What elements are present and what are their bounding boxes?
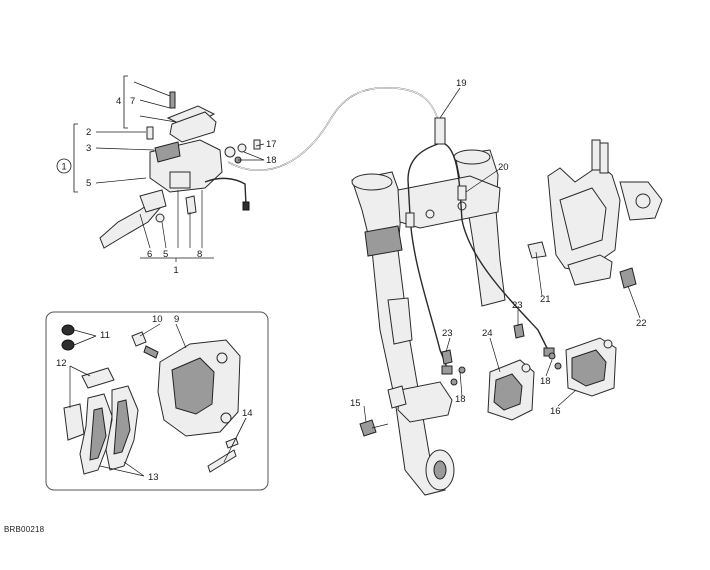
left-brake-caliper: [450, 359, 535, 421]
callout-2: 2: [86, 127, 91, 138]
mounting-bolts: [359, 241, 637, 437]
callout-3: 3: [86, 143, 91, 154]
caliper-parts-inset: [45, 311, 269, 491]
callout-13: 13: [148, 472, 159, 483]
callout-labels: 1 1 2 3 4 5 5 6 7 8 9 10 11 12 13 14 15 …: [56, 78, 647, 483]
callout-8: 8: [197, 249, 202, 260]
callout-14: 14: [242, 408, 253, 419]
callout-17: 17: [266, 139, 277, 150]
callout-19: 19: [456, 78, 467, 89]
brake-hose: [227, 87, 555, 375]
callout-9: 9: [174, 314, 179, 325]
front-fork: [351, 149, 506, 496]
leader-lines: [69, 81, 641, 477]
callout-12: 12: [56, 358, 67, 369]
callout-7: 7: [130, 96, 135, 107]
callout-16: 16: [550, 406, 561, 417]
callout-23-right: 23: [512, 300, 523, 311]
callout-15: 15: [350, 398, 361, 409]
inset-parts: [61, 324, 241, 475]
assembly-badge-circle: [56, 158, 72, 174]
callout-5-lower: 5: [163, 249, 168, 260]
callout-11: 11: [100, 330, 110, 341]
callout-22: 22: [636, 318, 647, 329]
callout-4: 4: [116, 96, 121, 107]
callout-1: 1: [173, 265, 178, 276]
assembly-badge-label: 1: [61, 162, 66, 173]
callout-24: 24: [482, 328, 493, 339]
callout-18-mid: 18: [455, 394, 466, 405]
callout-23-left: 23: [442, 328, 453, 339]
callout-6: 6: [147, 249, 152, 260]
callout-10: 10: [152, 314, 163, 325]
callout-5-upper: 5: [86, 178, 91, 189]
callout-18-right: 18: [540, 376, 551, 387]
headstock-bracket: [547, 139, 663, 286]
callout-21: 21: [540, 294, 551, 305]
grouping-brackets: [73, 75, 214, 262]
callout-18-top: 18: [266, 155, 277, 166]
brake-master-cylinder: [99, 91, 261, 249]
right-brake-caliper: [548, 337, 617, 397]
callout-20: 20: [498, 162, 509, 173]
drawing-code: BRB00218: [4, 525, 45, 534]
